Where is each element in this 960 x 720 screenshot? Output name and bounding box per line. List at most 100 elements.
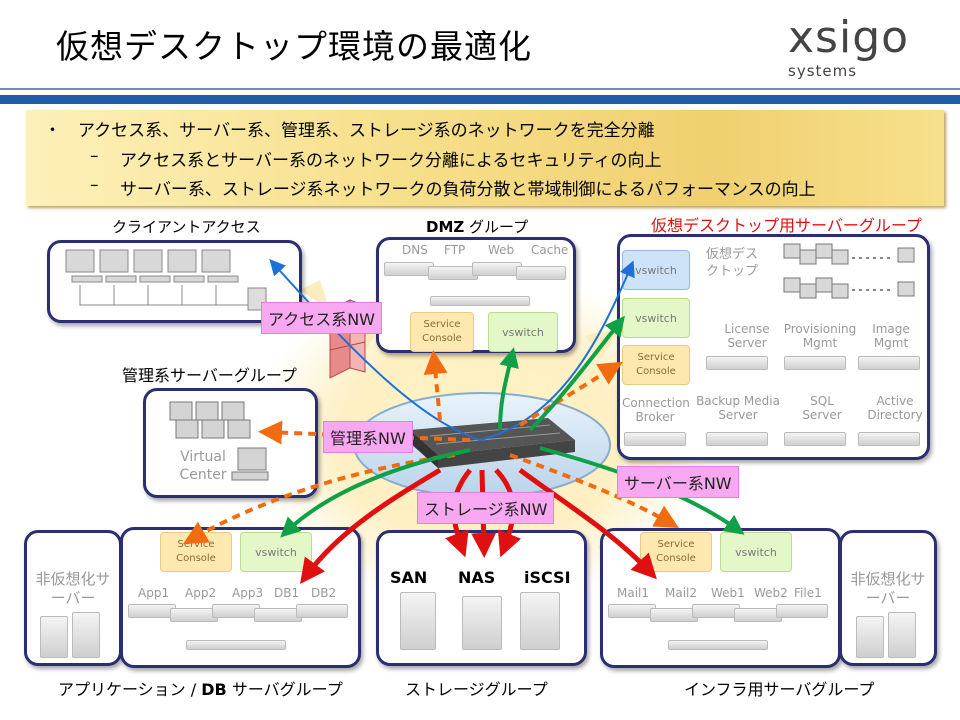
access-nw-label: アクセス系NW <box>261 302 382 334</box>
page-title: 仮想デスクトップ環境の最適化 <box>56 27 532 66</box>
xsigo-logo-subtitle: systems <box>788 62 858 80</box>
infra-item-mail1: Mail1 <box>617 586 650 600</box>
header-rule-thin <box>0 88 960 90</box>
storage-array-icon <box>462 596 502 650</box>
storage-nw-label: ストレージ系NW <box>417 492 555 524</box>
mgmt-nw-arrow-infra <box>509 453 679 528</box>
mgmt-nw-arrow-vdesktop <box>518 361 623 427</box>
storage-group-label: ストレージグループ <box>405 680 548 699</box>
app-service-console: Service Console <box>160 532 232 572</box>
infra-switch-icon <box>668 640 768 650</box>
nonvirt-left-label: 非仮想化サーバー <box>35 570 111 607</box>
mgmt-virtual-center: Virtual Center <box>179 449 227 483</box>
infra-item-file1: File1 <box>794 586 822 600</box>
client-pc-icons <box>65 249 239 283</box>
vdesktop-server-icon <box>858 356 920 370</box>
vdesktop-vswitch-1: vswitch <box>622 250 690 290</box>
vdesktop-server-backup: Backup Media Server <box>696 394 780 422</box>
tower-server-icon <box>888 612 916 658</box>
client-group-label: クライアントアクセス <box>112 218 261 236</box>
dmz-label-text: グループ <box>464 218 529 236</box>
dmz-vswitch: vswitch <box>488 312 558 352</box>
server-nw-label: サーバー系NW <box>617 466 739 498</box>
infra-item-web2: Web2 <box>754 586 788 600</box>
storage-nw-arrow-infra <box>518 467 657 580</box>
tower-server-icon <box>40 616 68 658</box>
infra-group-label: インフラ用サーバグループ <box>684 680 875 699</box>
vdesktop-server-icon <box>858 432 920 446</box>
app-item-app3: App3 <box>232 586 264 600</box>
app-label-b: サーバグループ <box>226 680 343 699</box>
app-label-bold: DB <box>201 680 227 699</box>
vdesktop-server-icon <box>624 432 686 446</box>
vdesktop-server-image: Image Mgmt <box>872 322 910 350</box>
vdesktop-server-icon <box>706 432 768 446</box>
client-lan-drops <box>113 285 217 305</box>
infra-item-web1: Web1 <box>711 586 745 600</box>
app-label-a: アプリケーション / <box>58 680 202 699</box>
vdesktop-server-broker: Connection Broker <box>622 396 690 424</box>
storage-item-iscsi: iSCSI <box>524 568 571 587</box>
client-lan-line <box>79 285 250 306</box>
dmz-server-icon <box>516 266 566 280</box>
vdesktop-server-sql: SQL Server <box>802 394 842 422</box>
dmz-label-bold: DMZ <box>426 218 465 236</box>
header-rule-thick <box>0 95 960 104</box>
tower-server-icon <box>72 612 100 658</box>
dmz-group-box <box>376 237 576 353</box>
vdesktop-group-label: 仮想デスクトップ用サーバーグループ <box>651 216 922 235</box>
dmz-item-dns: DNS <box>402 243 428 257</box>
access-nw-arrow-vdesktop <box>479 260 635 441</box>
vdesktop-server-provisioning: Provisioning Mgmt <box>783 322 857 350</box>
dmz-item-web: Web <box>488 243 515 257</box>
nonvirt-right-label: 非仮想化サーバー <box>850 570 926 607</box>
storage-array-icon <box>520 592 560 650</box>
app-server-icon <box>296 604 348 618</box>
storage-array-icon <box>400 592 436 650</box>
bullet-main: アクセス系、サーバー系、管理系、ストレージ系のネットワークを完全分離 <box>78 121 655 141</box>
app-item-app2: App2 <box>185 586 217 600</box>
dmz-item-ftp: FTP <box>444 243 466 257</box>
bullet-sub-marker: – <box>90 146 99 166</box>
xsigo-logo: xsigo <box>788 12 910 63</box>
storage-nw-arrow-app <box>300 467 442 585</box>
vdesktop-server-icon <box>784 432 846 446</box>
vdesktop-server-license: License Server <box>724 322 770 350</box>
bullet-marker: ・ <box>44 121 61 141</box>
app-item-app1: App1 <box>138 586 170 600</box>
infra-item-mail2: Mail2 <box>665 586 698 600</box>
app-item-db1: DB1 <box>274 586 300 600</box>
infra-vswitch: vswitch <box>720 532 792 572</box>
mgmt-group-label: 管理系サーバーグループ <box>122 366 297 385</box>
server-nw-arrow-dmz <box>498 347 519 431</box>
server-nw-arrow-app <box>280 448 471 538</box>
storage-item-san: SAN <box>390 568 428 587</box>
vdesktop-vswitch-2: vswitch <box>622 298 690 338</box>
app-item-db2: DB2 <box>311 586 337 600</box>
infra-server-icon <box>776 604 828 618</box>
dmz-group-label: DMZ グループ <box>426 216 528 237</box>
vdesktop-label: 仮想デスクトップ <box>705 247 758 279</box>
vdesktop-server-icon <box>784 356 846 370</box>
vdesktop-service-console: Service Console <box>622 345 690 385</box>
mgmt-nw-arrow-dmz <box>423 350 448 421</box>
app-vswitch: vswitch <box>240 532 312 572</box>
app-group-label: アプリケーション / DB サーバグループ <box>58 676 343 700</box>
app-switch-icon <box>186 640 286 650</box>
bullet-panel: ・ アクセス系、サーバー系、管理系、ストレージ系のネットワークを完全分離 – ア… <box>26 110 944 206</box>
tower-server-icon <box>856 616 884 658</box>
bullet-sub1: アクセス系とサーバー系のネットワーク分離によるセキュリティの向上 <box>120 151 662 171</box>
bullet-sub-marker: – <box>90 175 99 195</box>
storage-item-nas: NAS <box>458 568 496 587</box>
bullet-sub2: サーバー系、ストレージ系ネットワークの負荷分散と帯域制御によるパフォーマンスの向… <box>120 180 816 200</box>
mgmt-nw-arrow-app <box>183 453 456 544</box>
dmz-switch-icon <box>430 296 530 306</box>
vdesktop-server-icon <box>706 356 768 370</box>
vdesktop-server-ad: Active Directory <box>867 394 923 422</box>
mgmt-nw-label: 管理系NW <box>323 421 413 453</box>
server-nw-arrow-vdesktop <box>528 315 625 432</box>
access-nw-arrow-client <box>269 259 481 441</box>
